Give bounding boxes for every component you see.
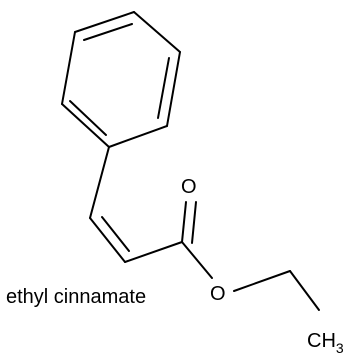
vinyl-double-bond-outer	[89, 217, 126, 263]
ch2-to-ch3-bond	[289, 270, 320, 311]
carbonyl-oxygen-label: O	[181, 176, 197, 198]
ring-bond-2	[133, 11, 181, 53]
ring-bond-4	[108, 125, 168, 148]
ester-oxygen-to-ch2-bond	[233, 270, 291, 292]
vinyl-chain	[89, 146, 183, 263]
ring-inner-bond-b	[157, 57, 170, 119]
methyl-label: CH3	[307, 330, 344, 356]
carbonyl-double-bond-left	[181, 201, 187, 243]
carbonyl-to-ester-oxygen-bond	[181, 241, 213, 279]
ring-bond-5	[61, 103, 110, 148]
carbonyl-group: O	[181, 176, 197, 244]
ester-group: O CH3	[181, 241, 344, 356]
benzene-ring	[61, 11, 181, 148]
ring-bond-1	[74, 11, 135, 33]
vinyl-to-carbonyl-bond	[124, 241, 183, 263]
carbonyl-double-bond-right	[191, 201, 197, 244]
ring-inner-bond-c	[69, 100, 107, 136]
ester-oxygen-label: O	[210, 283, 226, 305]
ring-bond-6	[61, 31, 76, 105]
vinyl-double-bond-inner	[101, 216, 130, 252]
ring-to-vinyl-bond	[89, 146, 110, 219]
compound-name-label: ethyl cinnamate	[6, 286, 146, 308]
ring-inner-bond-a	[83, 23, 133, 41]
ring-bond-3	[166, 51, 181, 127]
